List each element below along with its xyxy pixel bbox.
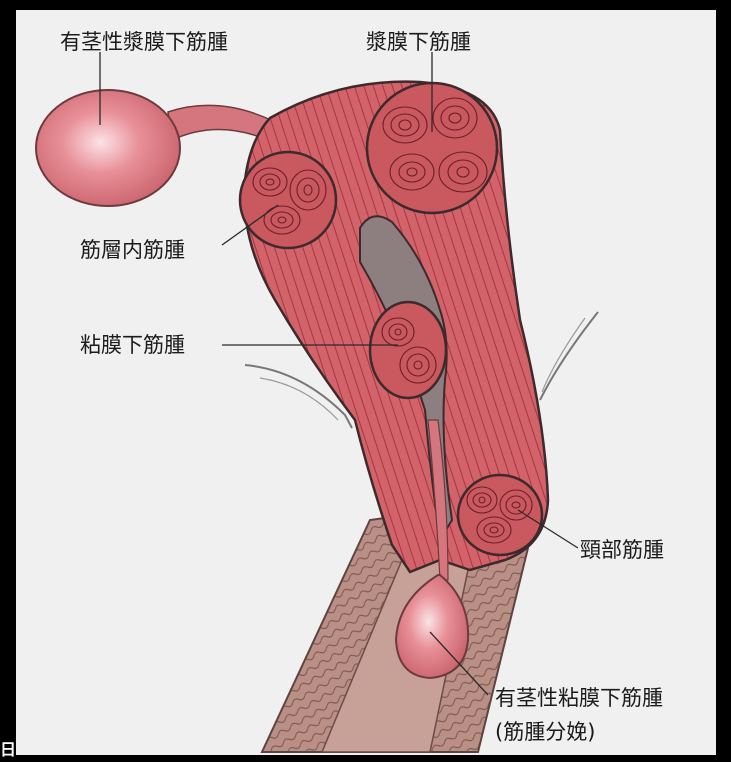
intramural-fibroid xyxy=(240,152,336,248)
label-submucosal-fibroid: 粘膜下筋腫 xyxy=(80,335,185,356)
label-pedunculated-submucosal-fibroid: 有茎性粘膜下筋腫 xyxy=(495,688,663,709)
label-fibroid-delivery: (筋腫分娩) xyxy=(495,722,595,743)
corner-character: 日 xyxy=(0,742,16,758)
submucosal-fibroid xyxy=(370,302,446,398)
label-cervical-fibroid: 頸部筋腫 xyxy=(580,540,664,561)
cervical-fibroid xyxy=(458,475,542,555)
label-pedunculated-subserosal-fibroid: 有茎性漿膜下筋腫 xyxy=(60,32,228,53)
label-subserosal-fibroid: 漿膜下筋腫 xyxy=(366,32,471,53)
label-intramural-fibroid: 筋層内筋腫 xyxy=(80,240,185,261)
pedunculated-subserosal-fibroid xyxy=(36,90,180,206)
